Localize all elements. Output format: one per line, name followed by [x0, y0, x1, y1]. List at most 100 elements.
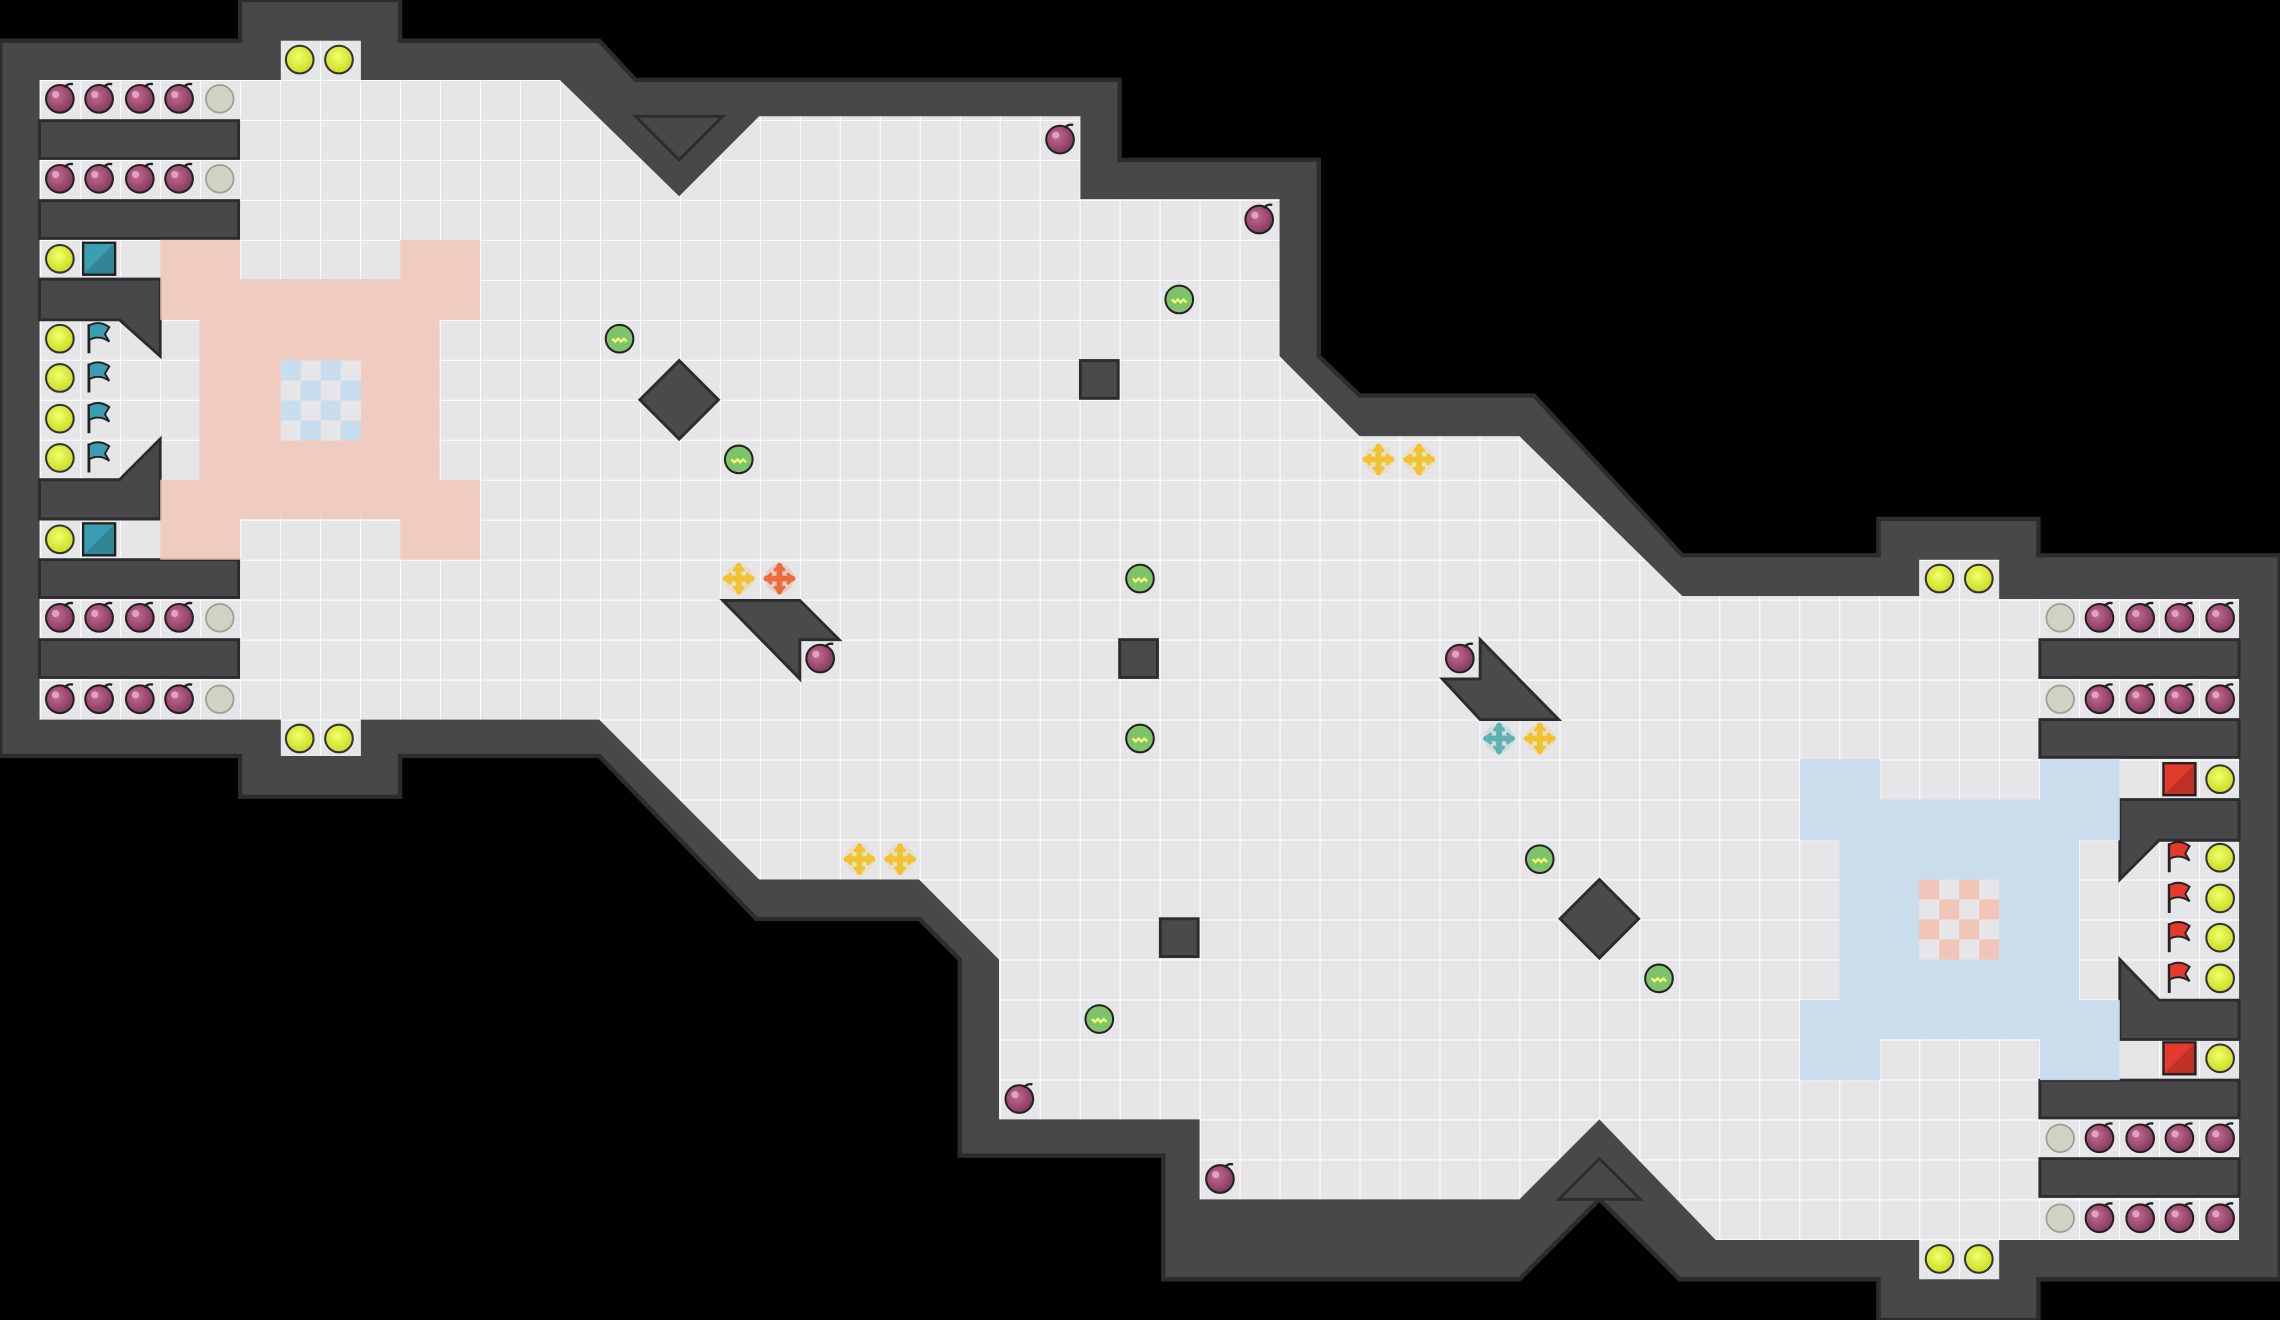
blue-boost-icon — [1483, 722, 1516, 755]
spawn-token-icon — [1963, 563, 1994, 594]
gate-button-icon — [1084, 1004, 1115, 1034]
bomb-icon — [45, 162, 75, 194]
blue-portal-icon — [81, 522, 117, 557]
bomb-icon — [2164, 601, 2195, 633]
left-base-walls — [38, 119, 241, 679]
bomb-icon — [2125, 1122, 2156, 1154]
empty-slot-icon — [205, 684, 235, 714]
spawn-token-icon — [45, 243, 75, 274]
red-flag-icon — [2167, 921, 2191, 953]
gate-button-icon — [1125, 723, 1155, 754]
blue-flag-icon — [87, 322, 111, 354]
bomb-icon — [124, 601, 155, 633]
blue-flag-icon — [87, 402, 111, 434]
spawn-token-icon — [2205, 922, 2235, 953]
bomb-icon — [805, 642, 836, 674]
bomb-icon — [164, 601, 194, 633]
red-flag-icon — [2167, 881, 2191, 913]
bomb-icon — [84, 162, 114, 194]
spawn-token-icon — [45, 363, 75, 393]
spawn-token-icon — [1924, 563, 1955, 594]
red-flag-icon — [2167, 841, 2191, 873]
diamond-obstacle — [1558, 877, 1641, 961]
spawn-token-icon — [45, 323, 75, 354]
gate-button-icon — [604, 323, 635, 354]
blue-portal-icon — [81, 241, 117, 276]
right-base-walls — [2038, 638, 2241, 1198]
empty-slot-icon — [2045, 1123, 2075, 1153]
diamond-obstacle — [637, 358, 721, 442]
spawn-token-icon — [2205, 1043, 2235, 1074]
bomb-icon — [2205, 683, 2235, 715]
boost-icon — [722, 562, 755, 595]
red-team-zone — [1800, 758, 2120, 1081]
bomb-icon — [45, 683, 75, 715]
boost-icon — [1403, 443, 1436, 476]
blue-flag-icon — [87, 361, 111, 393]
spawn-token-icon — [45, 403, 75, 434]
bomb-icon — [124, 82, 155, 114]
empty-slot-icon — [205, 164, 235, 194]
bomb-icon — [2164, 1202, 2195, 1234]
boost-icon — [843, 843, 876, 876]
bomb-icon — [124, 162, 155, 194]
items-layer — [45, 44, 2235, 1274]
wall-notch-top — [632, 114, 727, 162]
bomb-icon — [1205, 1162, 1235, 1194]
bomb-icon — [2084, 1122, 2115, 1154]
boost-icon — [1523, 722, 1556, 755]
bomb-icon — [1444, 642, 1475, 674]
gate-button-icon — [1644, 963, 1674, 994]
red-boost-icon — [763, 562, 796, 595]
gate-button-icon — [1164, 284, 1195, 315]
spawn-token-icon — [45, 443, 75, 473]
empty-slot-icon — [205, 603, 235, 633]
spawn-token-icon — [45, 524, 75, 555]
bomb-icon — [2164, 683, 2195, 715]
obstacles — [637, 358, 1641, 961]
bomb-icon — [2125, 601, 2156, 633]
spawn-token-icon — [2205, 842, 2235, 873]
empty-slot-icon — [2045, 684, 2075, 714]
boost-icon — [1362, 443, 1395, 476]
bomb-icon — [2084, 1202, 2115, 1234]
gate-button-icon — [1125, 563, 1155, 594]
bomb-icon — [2084, 683, 2115, 715]
bomb-icon — [2205, 1122, 2235, 1154]
bomb-icon — [84, 683, 114, 715]
bomb-icon — [164, 683, 194, 715]
spawn-token-icon — [1963, 1244, 1994, 1274]
bomb-icon — [2084, 601, 2115, 633]
spawn-token-icon — [1924, 1244, 1955, 1274]
empty-slot-icon — [2045, 603, 2075, 633]
gate-button-icon — [1524, 844, 1555, 874]
boost-icon — [884, 843, 917, 876]
spawn-token-icon — [284, 723, 315, 754]
bomb-icon — [45, 601, 75, 633]
bomb-icon — [45, 82, 75, 114]
bomb-icon — [124, 683, 155, 715]
bomb-icon — [2125, 683, 2156, 715]
bomb-icon — [2205, 601, 2235, 633]
blue-team-zone — [160, 239, 480, 560]
wall-notch-bottom — [1555, 1156, 1644, 1201]
bomb-icon — [1045, 123, 1075, 155]
bomb-icon — [2125, 1202, 2156, 1234]
bomb-icon — [1004, 1082, 1035, 1114]
spawn-token-icon — [2205, 883, 2235, 914]
bomb-icon — [84, 601, 114, 633]
bomb-icon — [164, 82, 194, 114]
empty-slot-icon — [2045, 1203, 2075, 1233]
red-flag-icon — [2167, 961, 2191, 993]
block-obstacle — [1078, 359, 1120, 400]
red-portal-icon — [2162, 762, 2197, 797]
ramp-obstacle — [1439, 636, 1563, 722]
bomb-icon — [84, 82, 114, 114]
spawn-token-icon — [324, 723, 354, 754]
bomb-icon — [164, 162, 194, 194]
spawn-token-icon — [284, 44, 315, 75]
blue-flag-icon — [87, 441, 111, 473]
block-obstacle — [1158, 917, 1200, 959]
